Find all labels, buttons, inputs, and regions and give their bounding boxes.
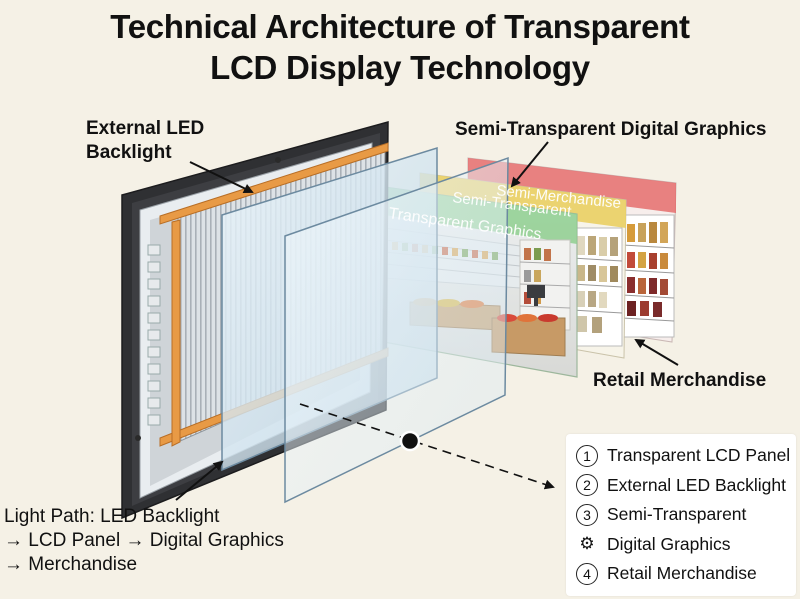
merchandise-label: Retail Merchandise <box>593 370 767 391</box>
title-line-1: Technical Architecture of Transparent <box>110 8 690 45</box>
backlight-label-line-1: External LED <box>86 118 205 139</box>
light-path-line-1: Light Path: LED Backlight <box>4 506 220 527</box>
page-title: Technical Architecture of Transparent LC… <box>0 6 800 88</box>
legend-text-3: Semi-Transparent <box>607 504 747 525</box>
backlight-label-line-2: Backlight <box>86 142 172 163</box>
graphics-arrow <box>510 141 549 188</box>
backlight-label: External LED Backlight <box>86 117 204 165</box>
light-path-line-2: → LCD Panel → Digital Graphics <box>4 530 284 551</box>
merchandise-shelves <box>621 214 675 338</box>
light-path-caption: Light Path: LED Backlight → LCD Panel → … <box>4 505 284 577</box>
middle-shelves <box>571 227 623 347</box>
led-strip-top <box>159 142 389 225</box>
legend-marker-2: 2 <box>576 474 598 497</box>
merchandise-arrow <box>634 338 679 366</box>
backlight-arrow <box>189 161 254 194</box>
legend-marker-4: 4 <box>576 562 598 585</box>
legend-text-2: External LED Backlight <box>607 474 786 495</box>
legend-text-1: Transparent LCD Panel <box>607 445 791 466</box>
graphics-label: Semi-Transparent Digital Graphics <box>455 119 767 140</box>
legend-item: ⚙ Digital Graphics <box>576 530 796 560</box>
legend-marker-1: 1 <box>576 444 598 467</box>
legend-marker-3: 3 <box>576 503 598 526</box>
side-vents <box>147 244 161 426</box>
light-path-node <box>399 430 421 452</box>
front-glass-panel <box>284 156 509 504</box>
legend-text-4: Digital Graphics <box>607 533 731 554</box>
legend: 1 Transparent LCD Panel 2 External LED B… <box>566 434 796 596</box>
light-path-arrow <box>175 460 224 501</box>
legend-text-5: Retail Merchandise <box>607 563 757 584</box>
gear-icon: ⚙ <box>579 534 595 554</box>
legend-item: 2 External LED Backlight <box>576 471 796 501</box>
legend-item: 1 Transparent LCD Panel <box>576 441 796 471</box>
legend-item: 4 Retail Merchandise <box>576 559 796 589</box>
legend-item: 3 Semi-Transparent <box>576 500 796 530</box>
led-strip-left <box>171 219 181 447</box>
light-path-line-3: → Merchandise <box>4 554 138 575</box>
title-line-2: LCD Display Technology <box>210 49 590 86</box>
